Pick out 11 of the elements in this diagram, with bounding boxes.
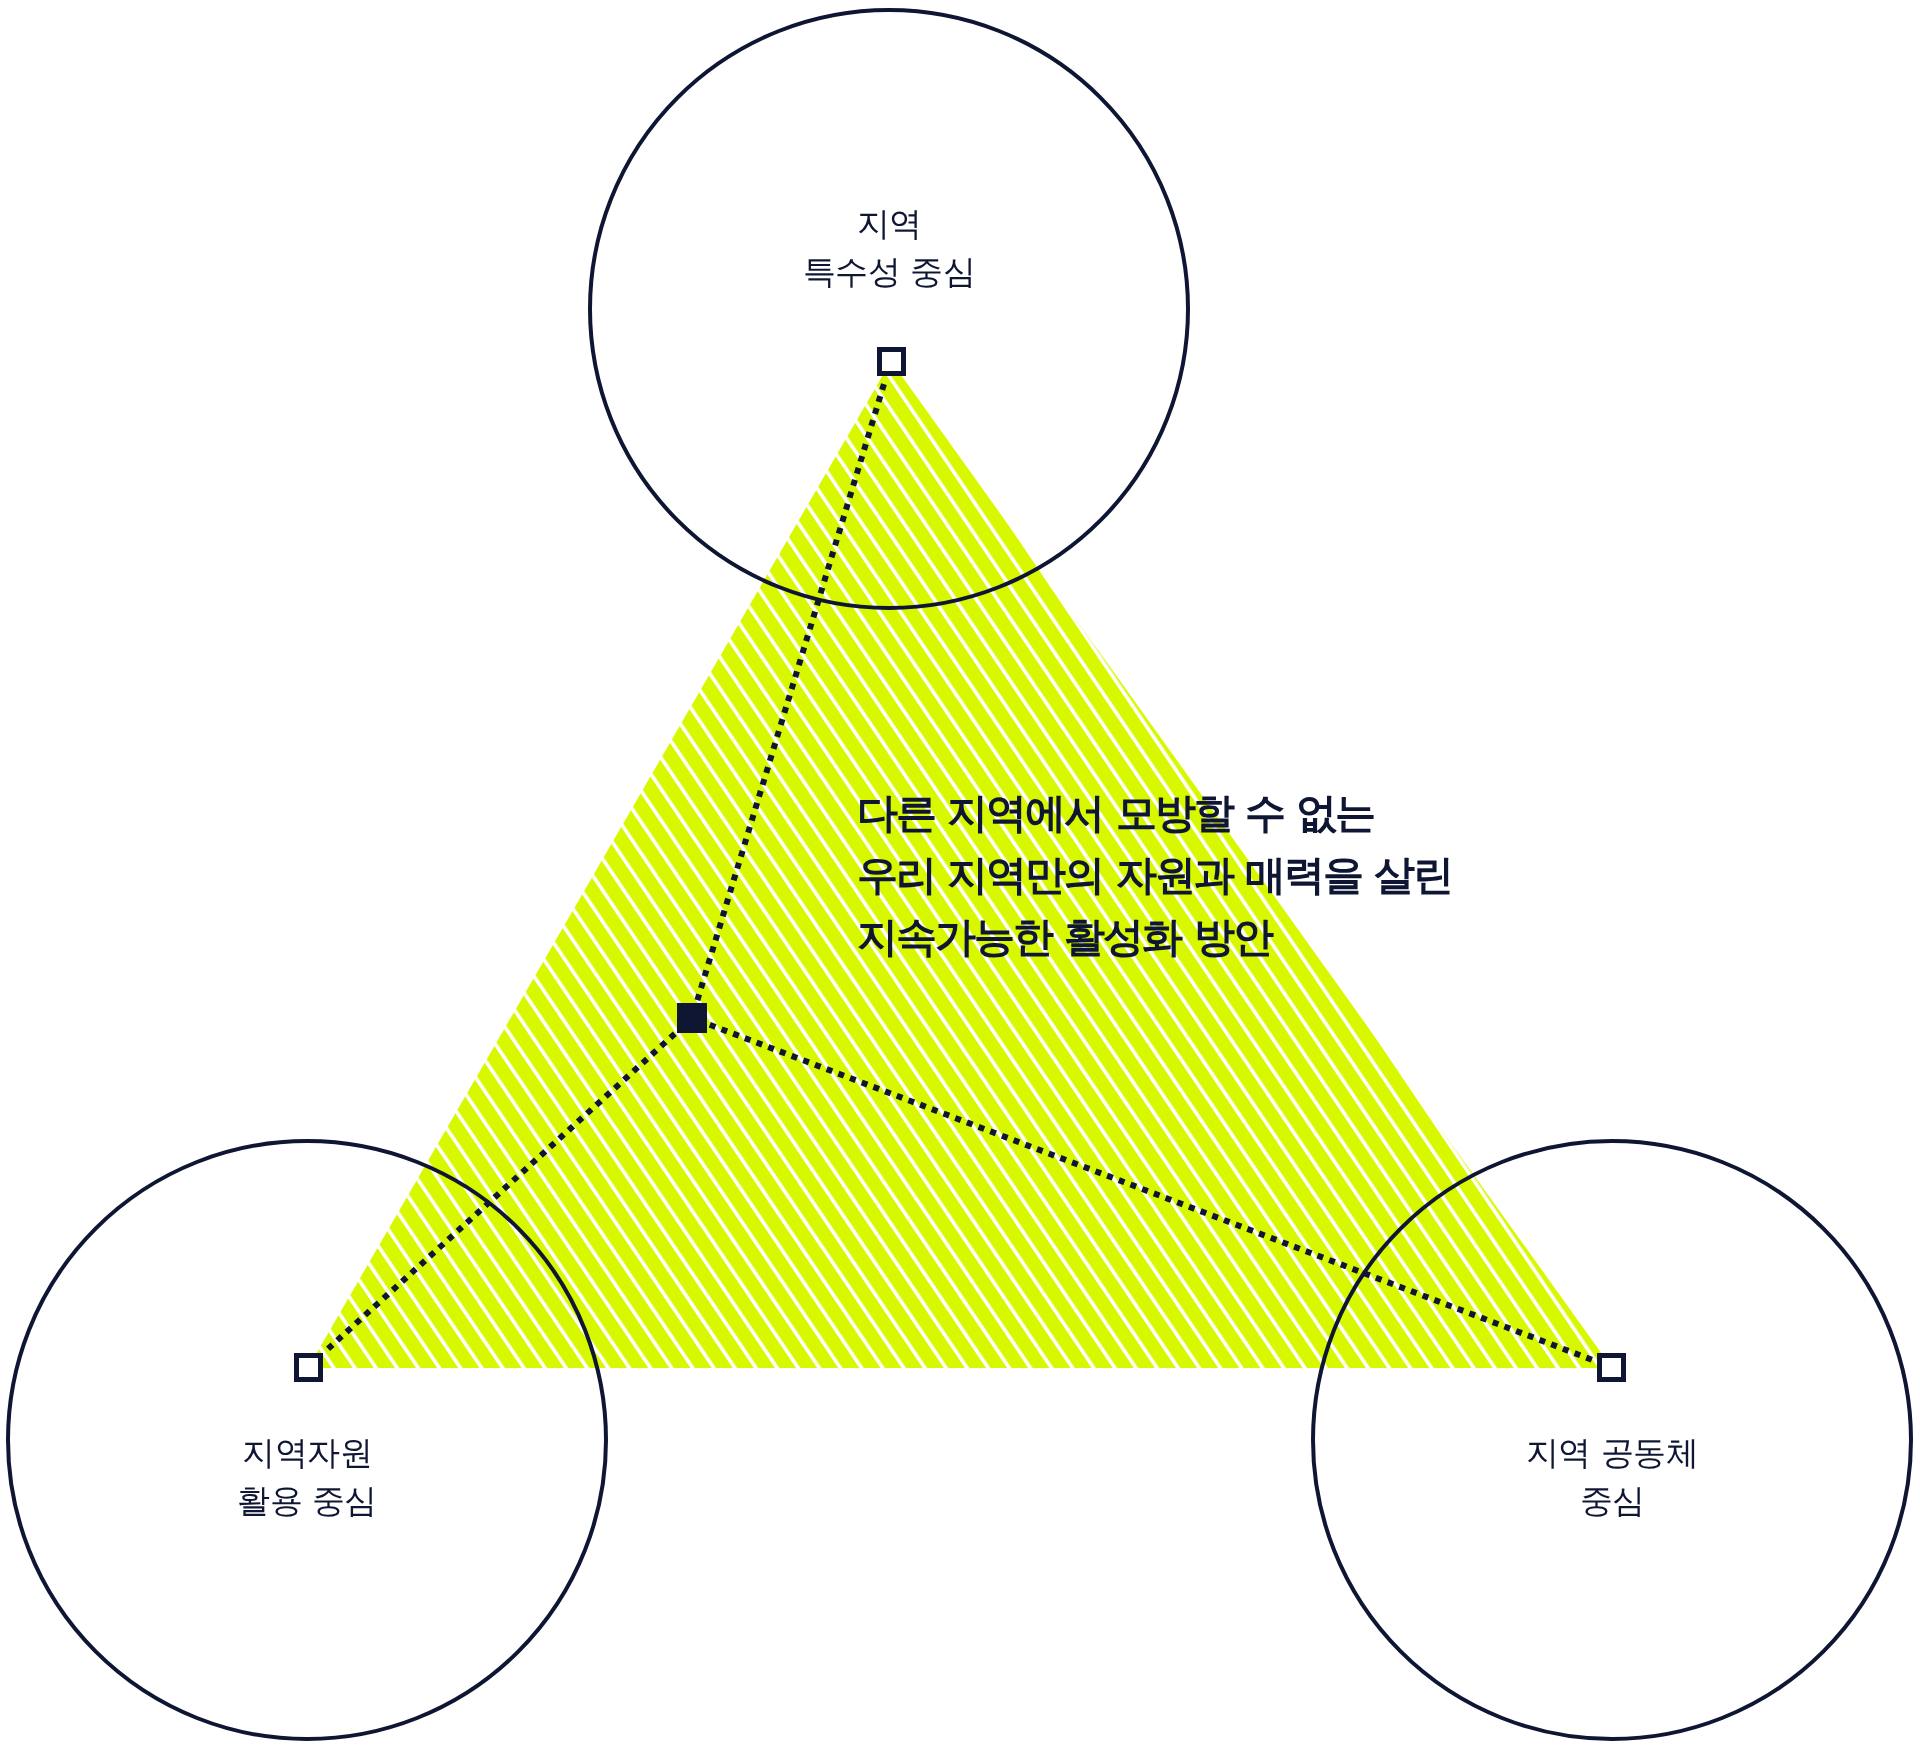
circle	[1311, 1139, 1913, 1741]
category-label: 지역 특수성 중심	[802, 203, 976, 293]
square-icon	[876, 346, 906, 376]
dotted-connector	[708, 1022, 1595, 1364]
category-label: 지역자원 활용 중심	[237, 1432, 377, 1522]
square-icon	[1596, 1352, 1626, 1382]
square-icon	[677, 1003, 707, 1033]
category-label: 지역 공동체 중심	[1525, 1432, 1699, 1522]
square-icon	[293, 1352, 323, 1382]
circle	[6, 1139, 608, 1741]
circle	[588, 8, 1190, 610]
